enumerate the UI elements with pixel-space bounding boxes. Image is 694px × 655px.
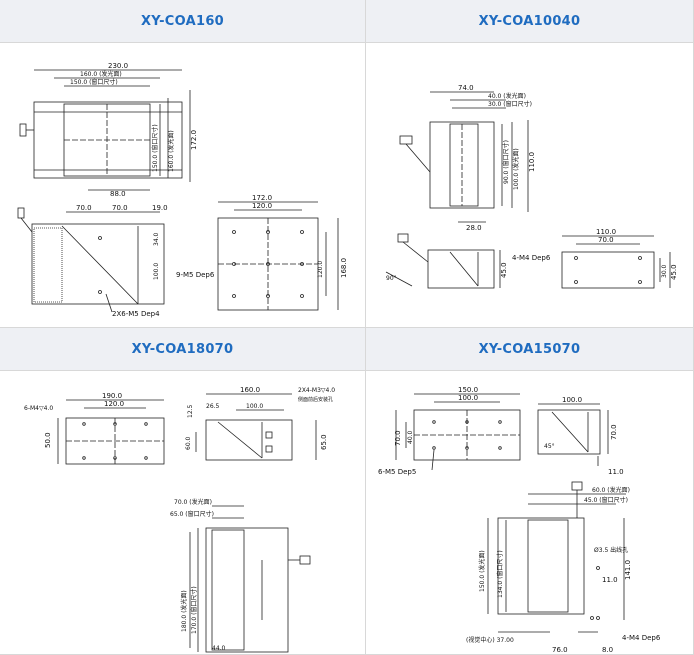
- dim-label: 50.0: [44, 432, 52, 448]
- dim-label: 160.0 (发光面): [167, 130, 175, 172]
- callout-label: 6-M4▽4.0: [24, 405, 53, 412]
- side-view-outline: [205, 419, 293, 461]
- dim-label: 100.0: [458, 394, 478, 402]
- dim-label: 45°: [544, 443, 555, 450]
- dim-label: 34.0: [153, 232, 160, 246]
- dim-label: 168.0: [340, 258, 348, 278]
- callout-label: 4-M4 Dep6: [622, 634, 661, 642]
- callout-label: 2X6-M5 Dep4: [112, 310, 160, 318]
- dim-label: 100.0: [246, 403, 263, 410]
- dim-label: 141.0: [624, 560, 632, 580]
- dim-label: 65.0 (窗口尺寸): [170, 510, 214, 518]
- panel-xy-coa18070: XY-COA18070 190.0 120.0 50.0 6-M4▽4.0 16…: [0, 328, 366, 655]
- top-view-outline: [205, 527, 289, 653]
- dim-label: 70.0: [610, 424, 618, 440]
- dim-label: 120.0: [317, 261, 324, 278]
- dim-label: 45.0: [670, 264, 678, 280]
- panel-xy-coa160: XY-COA160 230.0 160.0 (发光面) 150.0 (窗口尺寸)…: [0, 0, 366, 328]
- cable-connector: [19, 123, 27, 137]
- dim-label: 45.0: [500, 262, 508, 278]
- drawing-xy-coa18070: 190.0 120.0 50.0 6-M4▽4.0 160.0 2X4-M3▽4…: [24, 386, 335, 653]
- dim-label: 100.0: [562, 396, 582, 404]
- dim-label: 100.0: [153, 263, 160, 280]
- dim-label: 60.0: [185, 436, 192, 450]
- top-view-outline: [33, 101, 183, 179]
- drawing-xy-coa15070: 150.0 100.0 70.0 40.0 6-M5 Dep5 100.0 45…: [378, 386, 661, 654]
- dim-label: 40.0 (发光面): [488, 92, 526, 100]
- side-view-outline: [427, 249, 495, 289]
- panel-title: XY-COA15070: [366, 328, 693, 371]
- dim-label: 160.0 (发光面): [80, 70, 122, 78]
- panel-xy-coa15070: XY-COA15070 150.0 100.0 70.0 40.0 6-M5 D…: [366, 328, 694, 655]
- side-view-outline: [31, 223, 165, 305]
- dim-label: 150.0 (窗口尺寸): [151, 124, 159, 172]
- dim-label: 88.0: [110, 190, 126, 198]
- dim-label: 170.0 (窗口尺寸): [190, 586, 198, 634]
- drawing-xy-coa10040: 74.0 40.0 (发光面) 30.0 (窗口尺寸) 90.0 (窗口尺寸) …: [385, 84, 678, 289]
- dim-label: 28.0: [466, 224, 482, 232]
- callout-label: 4-M4 Dep6: [512, 254, 551, 262]
- callout-label: 2X4-M3▽4.0: [298, 387, 335, 394]
- dim-label: 40.0: [407, 430, 414, 444]
- panel-title: XY-COA10040: [366, 0, 693, 43]
- dim-label: 190.0: [102, 392, 122, 400]
- callout-label: 6-M5 Dep5: [378, 468, 416, 476]
- dim-label: 172.0: [190, 130, 198, 150]
- dim-label: 230.0: [108, 62, 128, 70]
- dim-label: 11.0: [608, 468, 624, 476]
- dim-label: 90°: [386, 275, 397, 282]
- dim-label: 19.0: [152, 204, 168, 212]
- dim-label: 120.0: [252, 202, 272, 210]
- dim-label: 100.0 (发光面): [512, 148, 520, 190]
- dim-label: 150.0 (窗口尺寸): [70, 78, 118, 86]
- dim-label: 70.0: [394, 430, 402, 446]
- panel-title: XY-COA18070: [0, 328, 365, 371]
- dim-label: 120.0: [104, 400, 124, 408]
- dim-label: 60.0 (发光面): [592, 486, 630, 494]
- dim-label: 70.0: [598, 236, 614, 244]
- dim-label: 70.0: [112, 204, 128, 212]
- dim-label: 150.0: [458, 386, 478, 394]
- dim-label: 134.0 (窗口尺寸): [496, 550, 504, 598]
- top-view-outline: [497, 517, 585, 615]
- dim-label: 74.0: [458, 84, 474, 92]
- callout-label: 侧面前后安装孔: [298, 396, 333, 403]
- dim-label: 150.0 (发光面): [478, 550, 486, 592]
- dim-label: 44.0: [212, 645, 226, 652]
- dim-label: 26.5: [206, 403, 220, 410]
- dim-label: 172.0: [252, 194, 272, 202]
- callout-label: 9-M5 Dep6: [176, 271, 215, 279]
- bottom-view-outline: [561, 251, 655, 289]
- dim-label: (视觉中心) 37.00: [466, 636, 514, 644]
- dim-label: 70.0 (发光面): [174, 498, 212, 506]
- top-view-outline: [429, 121, 495, 209]
- panel-xy-coa10040: XY-COA10040 74.0 40.0 (发光面) 30.0 (窗口尺寸) …: [366, 0, 694, 328]
- dim-label: 70.0: [76, 204, 92, 212]
- dim-label: 110.0: [528, 152, 536, 172]
- callout-label: Ø3.5 出线孔: [594, 546, 628, 554]
- dim-label: 8.0: [602, 646, 613, 654]
- panel-title: XY-COA160: [0, 0, 365, 43]
- dim-label: 45.0 (窗口尺寸): [584, 496, 628, 504]
- drawing-xy-coa160: 230.0 160.0 (发光面) 150.0 (窗口尺寸) 88.0 150.…: [17, 62, 348, 318]
- dim-label: 160.0: [240, 386, 260, 394]
- dim-label: 30.0 (窗口尺寸): [488, 100, 532, 108]
- dim-label: 12.5: [187, 404, 194, 418]
- dim-label: 11.0: [602, 576, 618, 584]
- dim-label: 90.0 (窗口尺寸): [502, 140, 510, 184]
- dim-label: 76.0: [552, 646, 568, 654]
- dim-label: 65.0: [320, 434, 328, 450]
- dim-label: 30.0: [661, 264, 668, 278]
- side-view-outline: [537, 409, 601, 455]
- dim-label: 110.0: [596, 228, 616, 236]
- dim-label: 180.0 (发光面): [180, 590, 188, 632]
